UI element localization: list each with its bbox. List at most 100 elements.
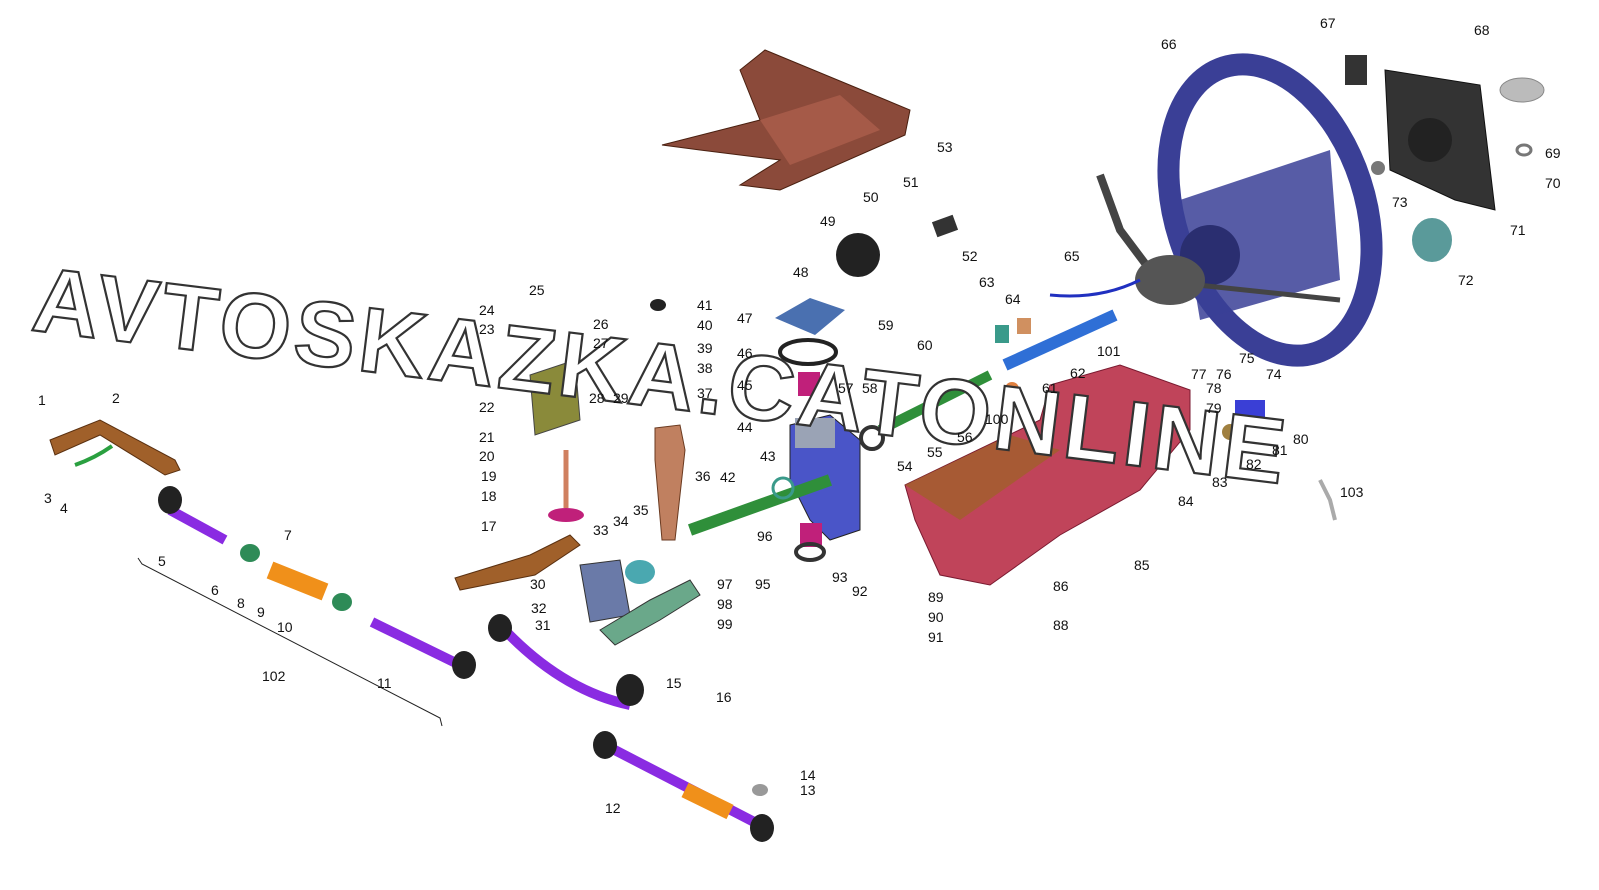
part-34[interactable] bbox=[625, 560, 655, 584]
callout-25: 25 bbox=[529, 282, 545, 298]
part-41[interactable] bbox=[650, 299, 666, 311]
wheel-hub-cover-part[interactable] bbox=[1384, 69, 1496, 211]
callout-76: 76 bbox=[1216, 366, 1232, 382]
tie-rod-end-5[interactable] bbox=[167, 505, 228, 545]
ball-joint-12b[interactable] bbox=[750, 814, 774, 842]
callout-82: 82 bbox=[1246, 456, 1262, 472]
callout-44: 44 bbox=[737, 419, 753, 435]
callout-33: 33 bbox=[593, 522, 609, 538]
part-82[interactable] bbox=[1222, 424, 1238, 440]
callout-7: 7 bbox=[284, 527, 292, 543]
callout-36: 36 bbox=[695, 468, 711, 484]
center-link-part[interactable] bbox=[496, 621, 632, 710]
part-63[interactable] bbox=[995, 325, 1009, 343]
floor-cover-part[interactable] bbox=[661, 49, 911, 191]
part-45-bottom[interactable] bbox=[800, 523, 822, 547]
steering-wheel-part[interactable] bbox=[1133, 38, 1406, 382]
callout-12: 12 bbox=[605, 800, 621, 816]
callout-101: 101 bbox=[1097, 343, 1121, 359]
part-45-top[interactable] bbox=[798, 372, 820, 396]
callout-37: 37 bbox=[697, 385, 713, 401]
callout-86: 86 bbox=[1053, 578, 1069, 594]
callout-103: 103 bbox=[1340, 484, 1364, 500]
callout-4: 4 bbox=[60, 500, 68, 516]
callout-65: 65 bbox=[1064, 248, 1080, 264]
callout-73: 73 bbox=[1392, 194, 1408, 210]
part-73[interactable] bbox=[1371, 161, 1385, 175]
part-18[interactable] bbox=[548, 508, 584, 522]
callout-45: 45 bbox=[737, 377, 753, 393]
callout-90: 90 bbox=[928, 609, 944, 625]
pitman-arm-part[interactable] bbox=[654, 424, 686, 541]
part-67[interactable] bbox=[1345, 55, 1367, 85]
ball-joint-15[interactable] bbox=[616, 674, 644, 706]
callout-34: 34 bbox=[613, 513, 629, 529]
part-69[interactable] bbox=[1515, 143, 1533, 157]
part-3[interactable] bbox=[74, 444, 114, 467]
callout-23: 23 bbox=[479, 321, 495, 337]
column-switch-part[interactable] bbox=[1049, 173, 1341, 305]
reservoir-part[interactable] bbox=[529, 359, 581, 436]
callout-91: 91 bbox=[928, 629, 944, 645]
part-52[interactable] bbox=[931, 214, 959, 238]
callout-52: 52 bbox=[962, 248, 978, 264]
console-part[interactable] bbox=[904, 364, 1191, 586]
tie-rod-11[interactable] bbox=[369, 617, 463, 670]
sleeve-part-10[interactable] bbox=[266, 561, 329, 601]
part-72[interactable] bbox=[1412, 218, 1452, 262]
clamp-part-6b[interactable] bbox=[332, 593, 352, 611]
callout-55: 55 bbox=[927, 444, 943, 460]
intermediate-shaft-part[interactable] bbox=[877, 370, 993, 435]
callout-70: 70 bbox=[1545, 175, 1561, 191]
callout-13: 13 bbox=[800, 782, 816, 798]
ball-joint-11[interactable] bbox=[452, 651, 476, 679]
callout-77: 77 bbox=[1191, 366, 1207, 382]
lever-part-2[interactable] bbox=[49, 419, 181, 476]
callout-24: 24 bbox=[479, 302, 495, 318]
callout-10: 10 bbox=[277, 619, 293, 635]
upper-shaft-part[interactable] bbox=[1002, 309, 1118, 371]
callout-6: 6 bbox=[211, 582, 219, 598]
lever-part-17[interactable] bbox=[454, 534, 581, 591]
callout-19: 19 bbox=[481, 468, 497, 484]
part-68[interactable] bbox=[1499, 77, 1545, 103]
callout-59: 59 bbox=[878, 317, 894, 333]
callout-54: 54 bbox=[897, 458, 913, 474]
callout-11: 11 bbox=[377, 675, 392, 691]
part-46[interactable] bbox=[778, 338, 838, 366]
callout-75: 75 bbox=[1239, 350, 1255, 366]
ball-joint-5[interactable] bbox=[158, 486, 182, 514]
part-64[interactable] bbox=[1017, 318, 1031, 334]
pinion-shaft-part[interactable] bbox=[687, 474, 833, 536]
callout-30: 30 bbox=[530, 576, 546, 592]
callout-56: 56 bbox=[957, 429, 973, 445]
part-54[interactable] bbox=[859, 425, 885, 451]
ball-joint-16a[interactable] bbox=[488, 614, 512, 642]
callout-38: 38 bbox=[697, 360, 713, 376]
callout-47: 47 bbox=[737, 310, 753, 326]
part-49[interactable] bbox=[836, 233, 880, 277]
callout-28: 28 bbox=[589, 390, 605, 406]
part-61[interactable] bbox=[1005, 382, 1019, 396]
part-95[interactable] bbox=[794, 542, 826, 562]
nut-part-13[interactable] bbox=[752, 784, 768, 796]
part-103[interactable] bbox=[1318, 479, 1337, 521]
part-47[interactable] bbox=[775, 298, 845, 335]
tie-rod-12[interactable] bbox=[602, 740, 763, 830]
clamp-part-6a[interactable] bbox=[240, 544, 260, 562]
part-81[interactable] bbox=[1235, 400, 1265, 422]
callout-15: 15 bbox=[666, 675, 682, 691]
callout-60: 60 bbox=[917, 337, 933, 353]
ball-joint-12a[interactable] bbox=[593, 731, 617, 759]
callout-1: 1 bbox=[38, 392, 46, 408]
bracket-part[interactable] bbox=[599, 579, 701, 646]
bearing-part[interactable] bbox=[771, 476, 795, 500]
part-32[interactable] bbox=[579, 559, 631, 623]
callout-67: 67 bbox=[1320, 15, 1336, 31]
callout-78: 78 bbox=[1206, 380, 1222, 396]
sleeve-part-12[interactable] bbox=[681, 782, 734, 820]
callout-16: 16 bbox=[716, 689, 732, 705]
callout-83: 83 bbox=[1212, 474, 1228, 490]
